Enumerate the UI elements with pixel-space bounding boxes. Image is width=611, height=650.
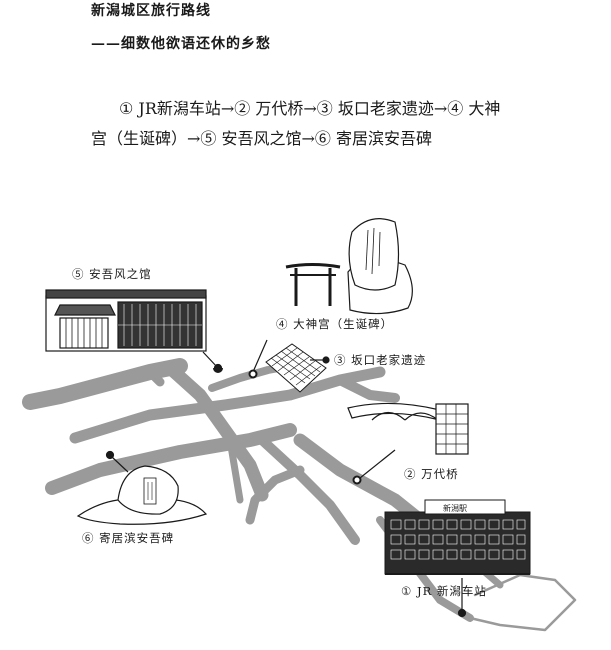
- bandai-bridge: [347, 402, 469, 455]
- pin-icon-2: [352, 449, 396, 485]
- label-bandai-bridge: ② 万代桥: [404, 467, 459, 481]
- pin-icon-6: [105, 450, 129, 473]
- pin-icon-3: [310, 356, 330, 364]
- yoriihama-ango-monument: [76, 465, 208, 525]
- page-subtitle: ——细数他欲语还休的乡愁: [91, 36, 271, 52]
- ango-kaze-no-yakata-building: [45, 289, 207, 352]
- route-map: 新潟駅: [22, 218, 577, 632]
- pin-icon-5: [202, 351, 223, 373]
- label-sakaguchi-home: ③ 坂口老家遗迹: [334, 353, 427, 367]
- roads: [22, 358, 577, 632]
- map-pins: [105, 339, 467, 618]
- jr-niigata-station-building: [384, 499, 531, 575]
- pin-icon-4: [248, 339, 268, 379]
- sakaguchi-home-ruins-plaque: [265, 343, 327, 393]
- birth-monument-stone: [347, 218, 413, 315]
- label-ango-kaze-no-yakata: ⑤ 安吾风之馆: [72, 267, 152, 281]
- page-title: 新潟城区旅行路线: [91, 3, 211, 19]
- torii-gate: [285, 263, 341, 306]
- station-sign: 新潟駅: [443, 503, 467, 513]
- label-jr-niigata-station: ① JR 新潟车站: [401, 584, 487, 598]
- pin-icon-1: [457, 578, 467, 618]
- label-daijingu: ④ 大神宫（生诞碑）: [276, 317, 394, 331]
- label-yoriihama-monument: ⑥ 寄居滨安吾碑: [82, 531, 175, 545]
- route-description: ① JR新潟车站→② 万代桥→③ 坂口老家遗迹→④ 大神宫（生诞碑）→⑤ 安吾风…: [91, 99, 501, 148]
